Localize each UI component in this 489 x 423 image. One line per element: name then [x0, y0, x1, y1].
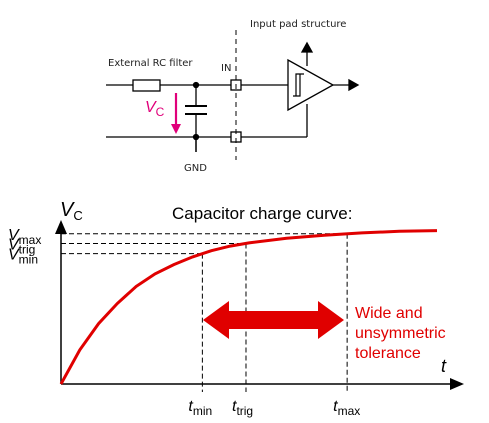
x-tick-label-min: tmin [188, 398, 212, 418]
in-pin-label: IN [221, 63, 231, 74]
x-tick-labels: tmin ttrig tmax [188, 398, 360, 418]
gnd-pin-label: GND [184, 163, 207, 174]
schmitt-hysteresis-icon [293, 73, 304, 97]
y-tick-label-min: Vmin [8, 247, 38, 267]
y-tick-label-trig: Vtrig [8, 236, 35, 256]
output-arrow-icon [348, 78, 360, 92]
circuit-schematic [106, 30, 360, 160]
y-axis-label: VC [60, 199, 83, 223]
resistor [132, 79, 161, 92]
charge-curve-line [59, 229, 438, 385]
tolerance-line-3: tolerance [355, 345, 421, 362]
schmitt-trigger-buffer [287, 58, 335, 112]
junction-dot-top [192, 81, 200, 89]
tolerance-line-2: unsymmetric [355, 325, 446, 342]
x-tick-label-max: tmax [333, 398, 360, 418]
chart-title: Capacitor charge curve: [172, 204, 352, 223]
y-tick-label-max: Vmax [8, 227, 41, 247]
charge-curve-chart: VC t Capacitor charge curve: VmaxVtrigVm… [8, 199, 464, 418]
y-axis-arrow-icon [55, 220, 67, 234]
tolerance-double-arrow [203, 301, 344, 339]
vc-label: VC [145, 99, 165, 119]
tolerance-line-1: Wide and [355, 305, 423, 322]
supply-arrow-icon [300, 41, 314, 53]
input-pad-structure-label: Input pad structure [250, 19, 346, 30]
external-rc-filter-label: External RC filter [108, 58, 193, 69]
x-tick-label-trig: ttrig [232, 398, 253, 418]
x-axis-label: t [441, 356, 447, 376]
vc-voltage-indicator: VC [145, 93, 181, 134]
vc-arrow-head-icon [171, 124, 181, 134]
x-axis-arrow-icon [450, 378, 464, 390]
tolerance-annotation: Wide and unsymmetric tolerance [355, 305, 450, 362]
